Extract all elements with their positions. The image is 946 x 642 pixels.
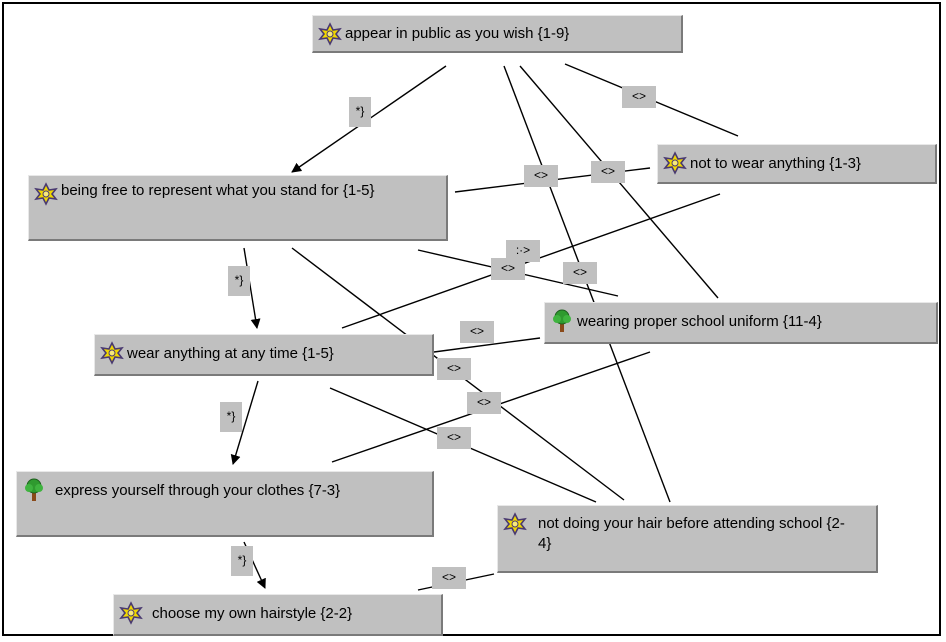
contrast-tag-n3-n7: <> (437, 358, 471, 380)
node-being-free[interactable]: being free to represent what you stand f… (28, 175, 448, 241)
flower-icon (503, 512, 527, 536)
edge-n1-n7 (503, 65, 671, 503)
node-label: wear anything at any time {1-5} (127, 345, 334, 362)
contrast-tag-n5-n2: <> (491, 258, 525, 280)
node-label: express yourself through your clothes {7… (55, 482, 341, 499)
node-label: appear in public as you wish {1-9} (345, 25, 570, 42)
contrast-tag-n5-n4: <> (460, 321, 494, 343)
flower-icon (318, 22, 342, 46)
node-label: wearing proper school uniform {11-4} (577, 313, 822, 330)
node-choose-hairstyle[interactable]: choose my own hairstyle {2-2} (113, 594, 443, 636)
node-appear-in-public[interactable]: appear in public as you wish {1-9} (312, 15, 683, 53)
support-tag-n1-n3: *} (349, 97, 371, 127)
node-express-yourself[interactable]: express yourself through your clothes {7… (16, 471, 434, 537)
contrast-tag-n1-n2: <> (622, 86, 656, 108)
node-not-to-wear-anything[interactable]: not to wear anything {1-3} (657, 144, 937, 184)
flower-icon (119, 601, 143, 625)
support-tag-n6-n8: *} (231, 546, 253, 576)
support-tag-n5-n6: *} (220, 402, 242, 432)
flower-icon (34, 182, 58, 206)
contrast-tag-n5-n7: <> (437, 427, 471, 449)
edge-n3-n5 (243, 247, 261, 329)
node-label: being free to represent what you stand f… (61, 182, 375, 199)
contrast-tag-n1-n4: <> (591, 161, 625, 183)
node-proper-school-uniform[interactable]: wearing proper school uniform {11-4} (544, 302, 938, 344)
flower-icon (100, 341, 124, 365)
contrast-tag-n1-n7: <> (563, 262, 597, 284)
tree-icon (553, 309, 571, 332)
edge-n5-n4 (433, 337, 541, 353)
support-tag-n3-n5: *} (228, 266, 250, 296)
node-label: not doing your hair before attending sch… (538, 515, 845, 552)
contrast-tag-n3-n2: <> (524, 165, 558, 187)
node-wear-anything[interactable]: wear anything at any time {1-5} (94, 334, 434, 376)
tree-icon (25, 478, 43, 501)
node-label: choose my own hairstyle {2-2} (152, 605, 353, 622)
flower-icon (663, 151, 687, 175)
contrast-tag-n8-n7: <> (432, 567, 466, 589)
node-not-doing-hair[interactable]: not doing your hair before attending sch… (497, 505, 878, 573)
edge-n5-n6 (230, 380, 259, 465)
contrast-tag-n6-n4: <> (467, 392, 501, 414)
node-label: not to wear anything {1-3} (690, 155, 861, 172)
partial-tag-n3-n4: :·> (506, 240, 540, 262)
